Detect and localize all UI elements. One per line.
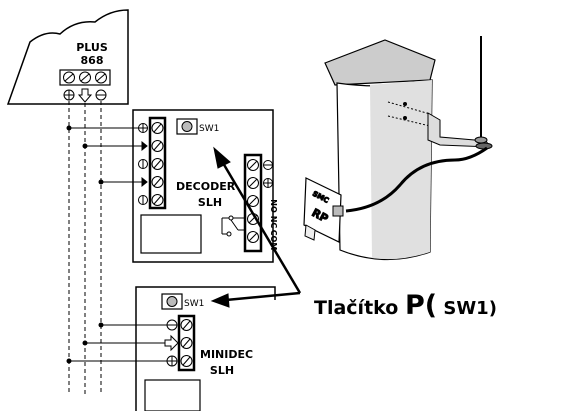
annotation-small: SW1) (437, 298, 497, 319)
plus-label-line1: PLUS (76, 41, 108, 54)
dashed-wires (68, 101, 102, 395)
contact-no-label: NO (269, 199, 278, 213)
decoder-left-screws (151, 122, 164, 206)
plus-polarity-symbols (63, 88, 107, 103)
annotation-main: Tlačítko (314, 297, 405, 319)
gate-column-illustration: SMC RP (303, 36, 493, 261)
decoder-sw1-label: SW1 (199, 124, 219, 134)
decoder-slh-board: SW1 DECODER SLH NO NC COM (66, 109, 278, 263)
decoder-sw1-button (181, 121, 193, 132)
plus-terminal-screws (63, 71, 107, 84)
decoder-right-screws (247, 159, 259, 243)
decoder-label-line1: DECODER (176, 180, 236, 193)
minidec-sw1-label: SW1 (184, 299, 204, 309)
plus-label-line2: 868 (81, 54, 104, 67)
annotation-tlacitko: Tlačítko P( SW1) (314, 290, 497, 321)
contact-com-label: COM (269, 230, 278, 251)
decoder-label-line2: SLH (198, 196, 222, 209)
decoder-right-symbols (263, 160, 273, 188)
minidec-screws (180, 319, 193, 367)
minidec-label-line1: MINIDEC (200, 348, 253, 361)
minidec-sw1-button (166, 296, 178, 307)
minidec-slh-board: SW1 MINIDEC SLH (66, 286, 276, 411)
plus-868-receiver: PLUS 868 (6, 9, 129, 105)
contact-nc-label: NC (269, 216, 278, 229)
minidec-label-line2: SLH (210, 364, 234, 377)
decoder-left-symbols (138, 123, 148, 205)
annotation-big: P( (405, 290, 437, 321)
relay-symbol (221, 215, 245, 237)
minidec-symbols (164, 319, 179, 367)
pointer-arrows (210, 146, 302, 308)
